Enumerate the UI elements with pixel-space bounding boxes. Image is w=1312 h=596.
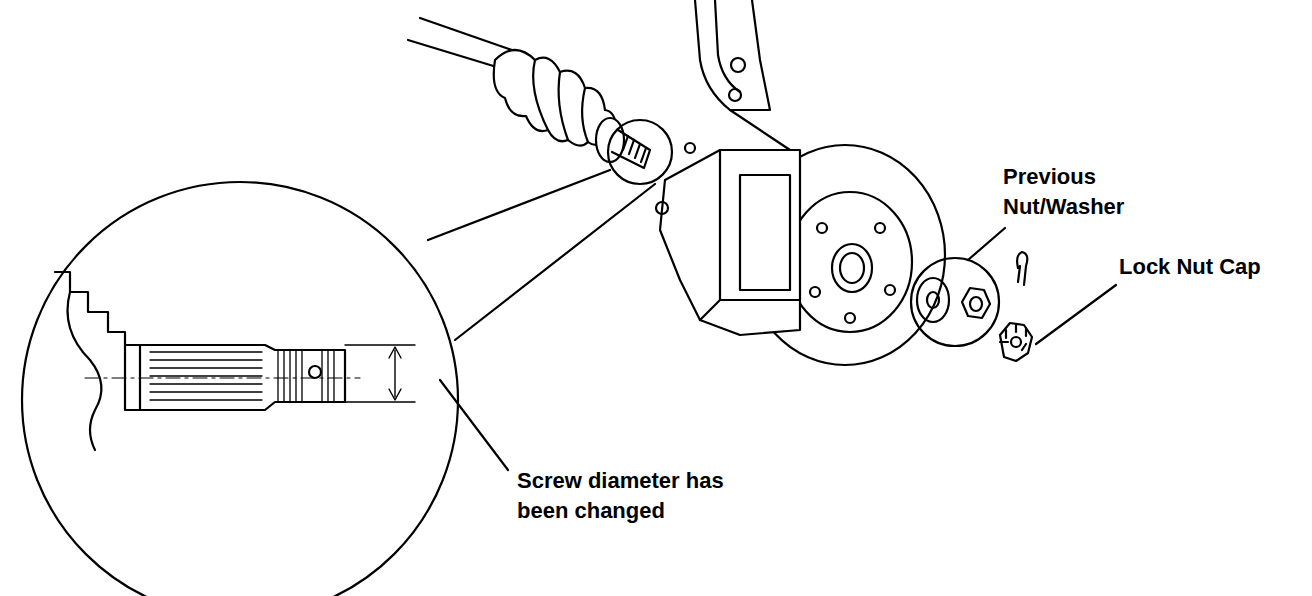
detail-circle [608, 120, 672, 184]
brake-caliper [656, 143, 800, 335]
magnifier-line [428, 170, 610, 240]
leader-line [968, 228, 1005, 260]
washer [917, 278, 949, 322]
part-label: Screw diameter has been changed [517, 466, 757, 526]
steering-knuckle [695, 0, 790, 150]
part-label: Previous Nut/Washer [1003, 162, 1153, 222]
magnified-view [22, 182, 458, 596]
nut [962, 288, 990, 318]
leader-line [1036, 285, 1116, 344]
lock-nut-cap [1000, 323, 1032, 361]
shaft-detail [55, 272, 415, 450]
drive-shaft [408, 18, 650, 168]
part-label: Lock Nut Cap [1119, 252, 1261, 282]
magnifier-line [455, 184, 655, 340]
part-circle [911, 258, 999, 346]
leader-line [440, 380, 508, 470]
cotter-pin [1017, 252, 1027, 285]
